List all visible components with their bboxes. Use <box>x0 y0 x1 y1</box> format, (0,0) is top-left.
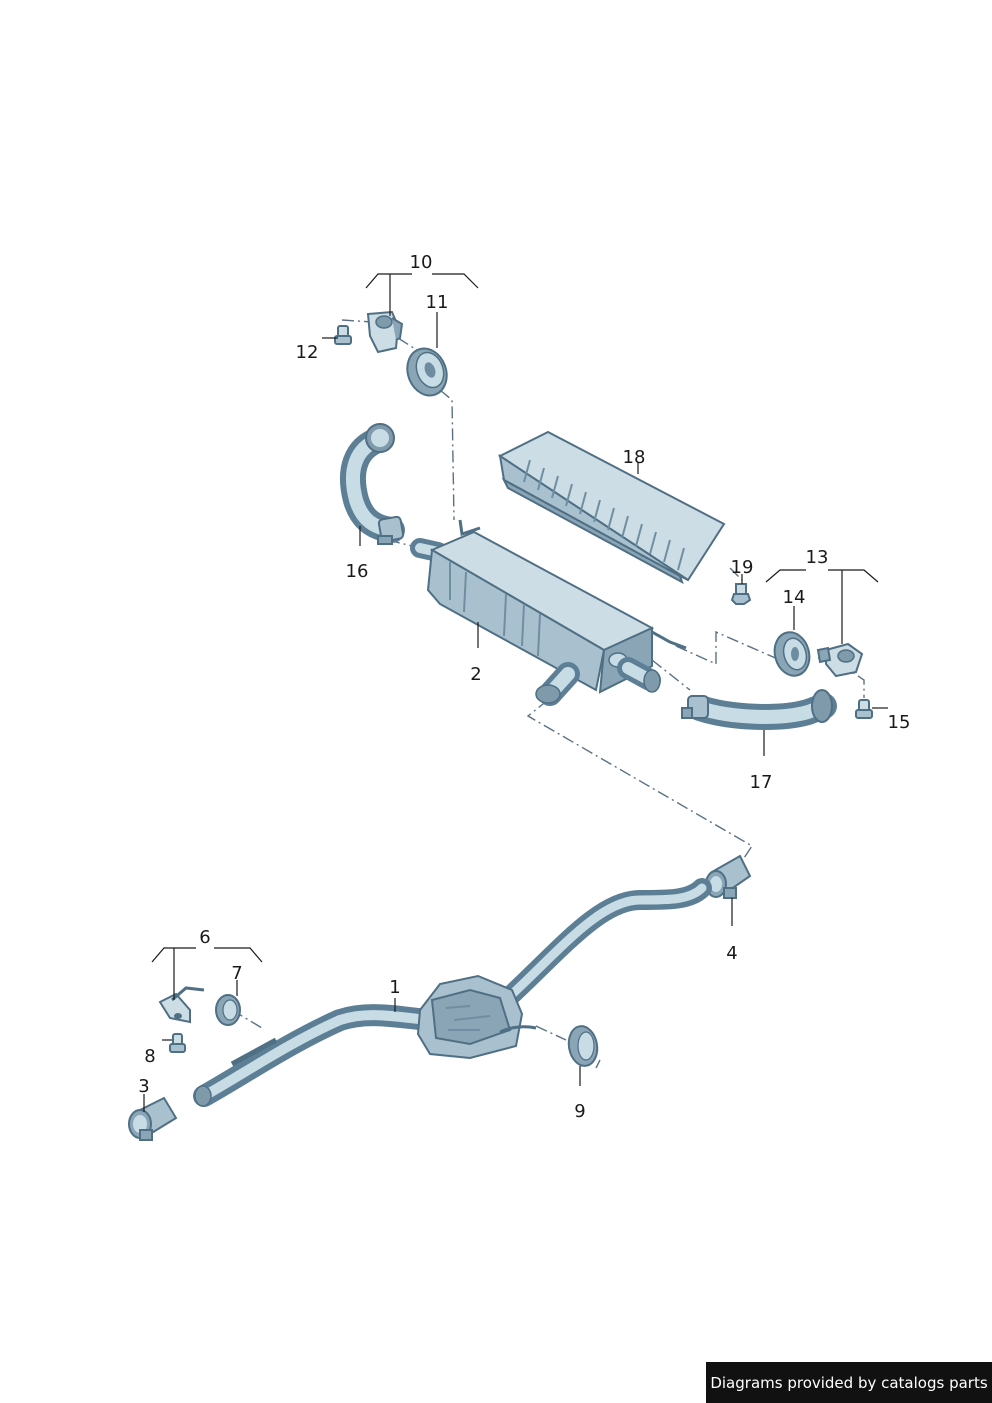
part-9-rubber-hanger <box>567 1025 599 1067</box>
callout-19: 19 <box>731 557 754 578</box>
part-12-bolt <box>334 325 352 345</box>
part-8-bolt <box>169 1033 186 1053</box>
callout-7: 7 <box>231 963 242 984</box>
part-13-bracket <box>816 642 864 678</box>
part-6-bracket <box>158 986 205 1024</box>
part-17-tail-pipe <box>681 689 837 730</box>
part-3-clamp <box>128 1096 178 1141</box>
part-15-bolt <box>855 699 873 719</box>
part-11-rubber-hanger <box>406 347 448 397</box>
callout-3: 3 <box>138 1076 149 1097</box>
callout-2: 2 <box>470 664 481 685</box>
callout-9: 9 <box>574 1101 585 1122</box>
credit-banner: Diagrams provided by catalogs parts <box>706 1362 992 1403</box>
callout-15: 15 <box>888 712 911 733</box>
callout-13: 13 <box>806 547 829 568</box>
callout-18: 18 <box>623 447 646 468</box>
part-14-rubber-hanger <box>773 631 811 677</box>
callout-numbers: 1 2 3 4 6 7 8 9 10 11 12 13 14 15 16 17 … <box>138 252 910 1122</box>
part-1-front-pipe-with-silencer <box>193 878 712 1107</box>
callout-6: 6 <box>199 927 210 948</box>
part-18-heat-shield <box>498 430 726 585</box>
part-19-nut <box>730 583 752 605</box>
callout-4: 4 <box>726 943 737 964</box>
callout-10: 10 <box>410 252 433 273</box>
callout-8: 8 <box>144 1046 155 1067</box>
callout-12: 12 <box>296 342 319 363</box>
assembly-guide-lines <box>175 319 865 1069</box>
callout-11: 11 <box>426 292 449 313</box>
part-10-bracket <box>366 310 404 354</box>
part-4-clamp <box>705 854 752 899</box>
callout-16: 16 <box>346 561 369 582</box>
part-16-bent-pipe <box>340 423 405 545</box>
part-7-rubber-hanger <box>215 994 241 1026</box>
leader-lines <box>143 273 888 1112</box>
callout-1: 1 <box>389 977 400 998</box>
callout-17: 17 <box>750 772 773 793</box>
callout-14: 14 <box>783 587 806 608</box>
part-2-rear-silencer <box>410 519 687 706</box>
